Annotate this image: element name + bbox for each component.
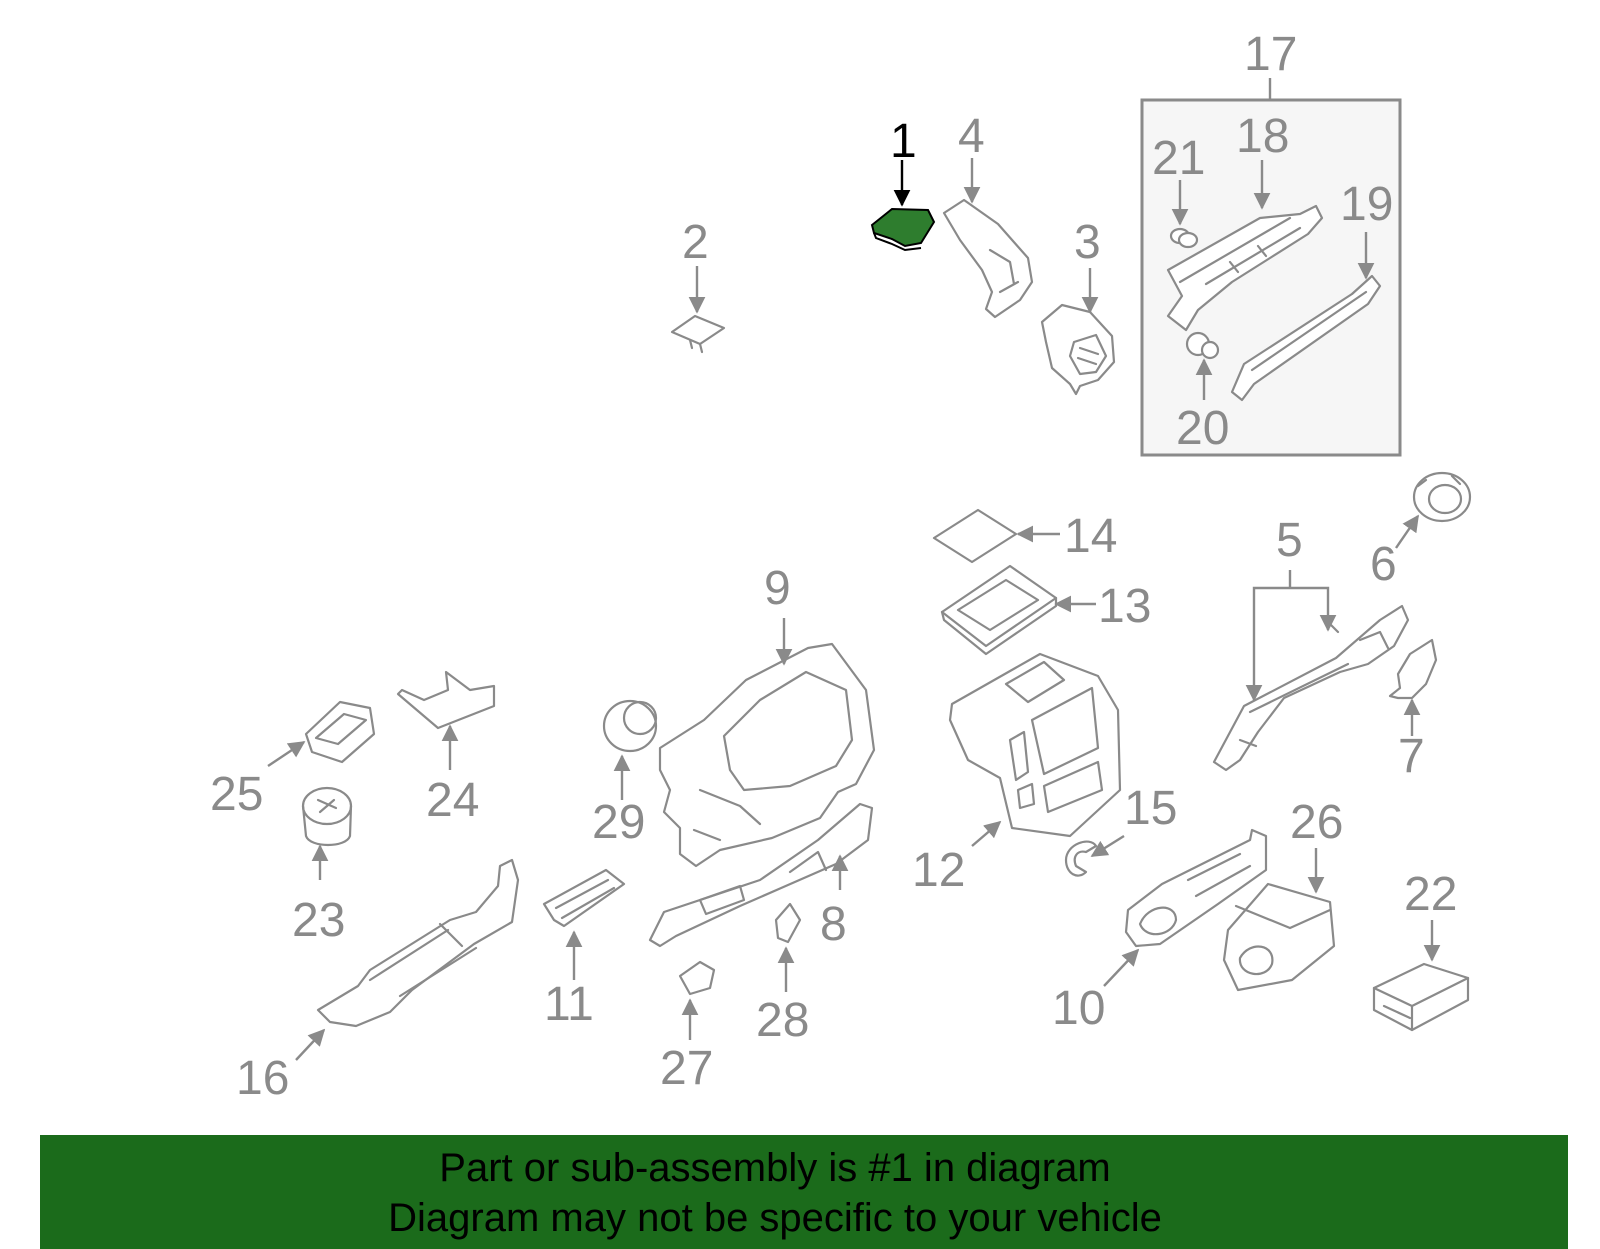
label-part-28: 28 [756,994,809,1047]
label-part-13: 13 [1098,580,1151,633]
label-part-10: 10 [1052,982,1105,1035]
label-part-24: 24 [426,774,479,827]
label-part-26: 26 [1290,796,1343,849]
label-part-15: 15 [1124,782,1177,835]
label-part-17: 17 [1244,28,1297,81]
part-26-shape[interactable] [1222,882,1336,992]
label-part-22: 22 [1404,868,1457,921]
label-part-23: 23 [292,894,345,947]
part-16-shape[interactable] [316,858,520,1028]
label-part-18: 18 [1236,110,1289,163]
label-part-4: 4 [958,110,985,163]
label-part-25: 25 [210,768,263,821]
part-25-shape[interactable] [304,700,376,764]
part-23-shape[interactable] [301,786,353,847]
part-28-shape[interactable] [774,902,802,944]
label-part-12: 12 [912,844,965,897]
part-27-shape[interactable] [678,960,716,996]
label-part-20: 20 [1176,402,1229,455]
footer-banner: Part or sub-assembly is #1 in diagram Di… [40,1135,1568,1249]
label-part-11: 11 [544,978,594,1031]
label-part-27: 27 [660,1042,713,1095]
label-part-3: 3 [1074,216,1101,269]
label-part-19: 19 [1340,178,1393,231]
part-6-shape[interactable] [1412,471,1472,523]
part-4-shape[interactable] [942,198,1034,319]
part-15-shape[interactable] [1064,840,1098,877]
part-7-shape[interactable] [1388,638,1438,700]
footer-line-2: Diagram may not be specific to your vehi… [388,1196,1162,1240]
part-3-shape[interactable] [1040,303,1116,396]
label-part-16: 16 [236,1052,289,1105]
label-part-5: 5 [1276,514,1303,567]
label-part-14: 14 [1064,510,1117,563]
part-14-shape[interactable] [932,508,1018,564]
label-part-2: 2 [682,216,709,269]
part-13-shape[interactable] [940,564,1058,656]
part-1-shape[interactable] [870,207,936,252]
label-part-7: 7 [1398,730,1425,783]
part-10-shape[interactable] [1124,828,1268,948]
label-part-8: 8 [820,898,847,951]
label-part-9: 9 [764,562,791,615]
footer-line-1: Part or sub-assembly is #1 in diagram [439,1146,1111,1190]
part-19-shape[interactable] [1230,274,1382,402]
part-24-shape[interactable] [396,670,496,730]
label-part-29: 29 [592,796,645,849]
part-5-shape[interactable] [1212,604,1410,772]
part-20-shape[interactable] [1185,331,1220,360]
part-11-shape[interactable] [542,868,626,928]
part-12-shape[interactable] [948,652,1122,838]
label-part-1: 1 [890,115,917,168]
part-22-shape[interactable] [1372,962,1470,1032]
part-8-shape[interactable] [648,802,874,948]
part-18-shape[interactable] [1166,204,1324,332]
part-21-shape[interactable] [1169,227,1199,249]
part-2-shape[interactable] [670,314,726,354]
label-part-6: 6 [1370,538,1397,591]
part-29-shape[interactable] [602,699,658,753]
part-9-shape[interactable] [658,642,876,868]
label-part-21: 21 [1152,132,1205,185]
